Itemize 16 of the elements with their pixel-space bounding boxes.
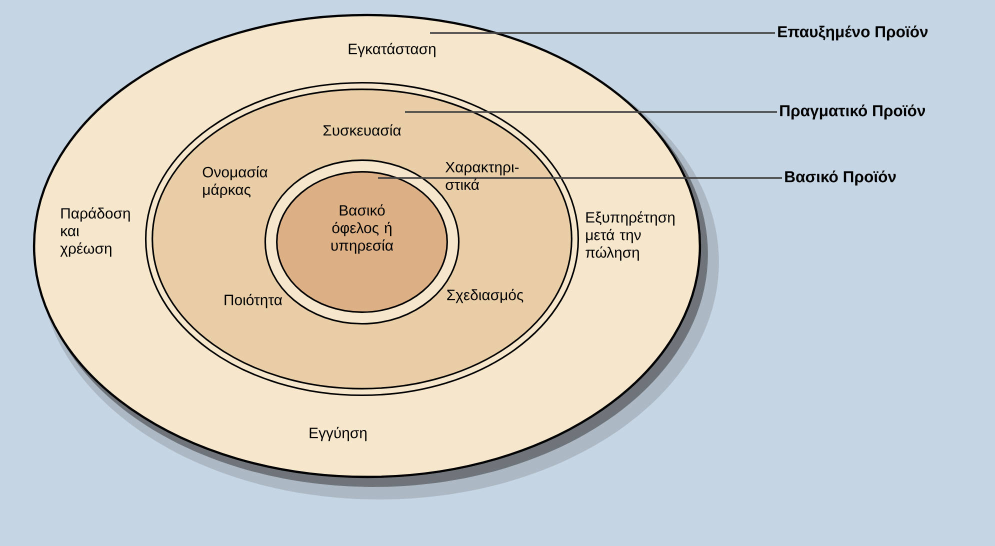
ring-label: Βασικό όφελος ή υπηρεσία (331, 204, 394, 254)
layer-label: Πραγματικό Προϊόν (780, 104, 926, 120)
ring-label: Σχεδιασμός (447, 288, 524, 304)
leader-line (430, 32, 775, 34)
ring-label: Χαρακτηρι-στικά (445, 162, 519, 190)
ring-label: Ονομασία μάρκας (202, 166, 268, 198)
ring-label: Παράδοση και χρέωση (60, 207, 130, 257)
leader-line (378, 177, 782, 179)
ring-label: Ποιότητα (224, 294, 282, 308)
ring-label: Εγκατάσταση (348, 42, 436, 58)
ring-label: Συσκευασία (323, 124, 401, 136)
ring-label: Εξυπηρέτηση μετά την πώληση (586, 211, 674, 261)
leader-line (405, 111, 777, 113)
layer-label: Επαυξημένο Προϊόν (778, 26, 928, 40)
ring-label: Εγγύηση (310, 426, 366, 442)
layer-label: Βασικό Προϊόν (785, 170, 896, 186)
